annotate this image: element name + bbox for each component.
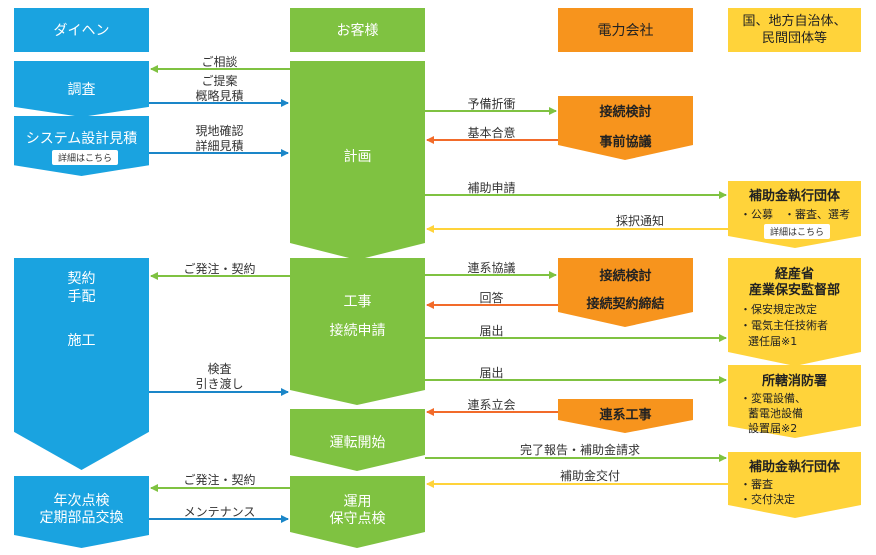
planning-label: 計画 [343, 149, 372, 165]
order2-label: ご発注・契約 [183, 473, 256, 487]
power-box3-label: 連系工事 [599, 408, 652, 423]
power-box1-line1: 接続検討 [599, 105, 652, 120]
details-link-1[interactable]: 詳細はこちら [52, 150, 119, 165]
grid-witness-label: 連系立会 [467, 398, 516, 412]
power-box2-line2: 接続契約締結 [586, 297, 665, 312]
survey-box: 調査 [14, 61, 149, 117]
gov-box2-title1: 経産省 [774, 267, 814, 282]
grid-consult-label: 連系協議 [467, 261, 516, 275]
header-power-company: 電力会社 [558, 8, 693, 52]
gov-box3-line2: 蓄電池設備 [748, 407, 803, 420]
power-box1-shape [558, 96, 693, 160]
gov-box4: 補助金執行団体 ・審査 ・交付決定 [728, 452, 861, 512]
header-customer: お客様 [290, 8, 425, 52]
gov-box1-title: 補助金執行団体 [748, 189, 840, 204]
notify1-label: 届出 [479, 324, 504, 338]
connection-application-label: 接続申請 [329, 323, 386, 339]
operation-start-shape [290, 409, 425, 471]
inspect-line1: 検査 [207, 362, 232, 376]
inspection-line1: 年次点検 [53, 493, 110, 509]
contract-label: 契約 [67, 271, 96, 287]
gov-box2-title2: 産業保安監督部 [748, 283, 840, 298]
gov-box3: 所轄消防署 ・変電設備、 蓄電池設備 設置届※2 [728, 365, 861, 435]
construction-shape [290, 258, 425, 405]
gov-box2-line1: ・保安規定改定 [740, 303, 817, 316]
operation-line1: 運用 [343, 494, 372, 510]
header-power-company-label: 電力会社 [597, 23, 654, 39]
gov-box2-line2: ・電気主任技術者 [740, 319, 828, 332]
power-box2-line1: 接続検討 [599, 269, 652, 284]
gov-box1-line1: ・公募 ・審査、選考 [740, 208, 850, 221]
prelim-label: 予備折衝 [467, 97, 516, 111]
gov-box3-line3: 設置届※2 [748, 422, 798, 435]
power-box3-shape [558, 399, 693, 433]
customer-construction-label: 工事 [343, 294, 372, 310]
header-daihen: ダイヘン [14, 8, 149, 52]
basic-agree-label: 基本合意 [467, 126, 516, 140]
arrangement-label: 手配 [67, 289, 96, 305]
operation-shape [290, 476, 425, 548]
gov-box4-shape [728, 452, 861, 518]
gov-box3-shape [728, 365, 861, 438]
header-government: 国、地方自治体、 民間団体等 [728, 8, 861, 52]
adoption-notice-label: 採択通知 [615, 214, 664, 228]
gov-box2: 経産省 産業保安監督部 ・保安規定改定 ・電気主任技術者 選任届※1 [728, 258, 861, 358]
gov-box1: 補助金執行団体 ・公募 ・審査、選考 詳細はこちら [728, 181, 861, 241]
site-check-line2: 詳細見積 [195, 139, 244, 153]
order1-label: ご発注・契約 [183, 262, 256, 276]
gov-box4-line1: ・審査 [740, 478, 773, 491]
system-design-box: システム設計見積 詳細はこちら [14, 116, 149, 176]
gov-box2-shape [728, 258, 861, 366]
inspection-box: 年次点検 定期部品交換 [14, 476, 149, 548]
proposal-line2: 概略見積 [195, 89, 244, 103]
system-design-label: システム設計見積 [25, 131, 138, 147]
maintenance-label: メンテナンス [183, 505, 256, 519]
subsidy-apply-label: 補助申請 [467, 181, 516, 195]
operation-line2: 保守点検 [329, 511, 386, 527]
operation-start-label: 運転開始 [329, 435, 386, 451]
gov-box2-line3: 選任届※1 [748, 335, 798, 348]
gov-box3-line1: ・変電設備、 [740, 392, 806, 405]
construction-label: 施工 [67, 333, 96, 349]
header-government-line2: 民間団体等 [761, 31, 827, 46]
subsidy-grant-label: 補助金交付 [559, 469, 620, 483]
header-daihen-label: ダイヘン [53, 23, 110, 39]
survey-label: 調査 [67, 82, 96, 98]
proposal-line1: ご提案 [201, 74, 238, 88]
inspection-line2: 定期部品交換 [39, 510, 124, 526]
power-box1-line2: 事前協議 [599, 135, 652, 150]
gov-box4-line2: ・交付決定 [740, 493, 795, 506]
notify2-label: 届出 [479, 366, 504, 380]
details-link-2[interactable]: 詳細はこちら [764, 224, 831, 239]
header-government-line1: 国、地方自治体、 [742, 14, 847, 29]
header-customer-label: お客様 [336, 23, 379, 39]
completion-report-label: 完了報告・補助金請求 [519, 443, 640, 457]
gov-box3-title: 所轄消防署 [761, 374, 827, 389]
power-box2-shape [558, 258, 693, 327]
planning-shape [290, 61, 425, 260]
site-check-line1: 現地確認 [195, 124, 244, 138]
contract-box: 契約 手配 施工 [14, 258, 149, 470]
consult-label: ご相談 [201, 55, 238, 69]
reply-label: 回答 [479, 291, 504, 305]
inspect-line2: 引き渡し [195, 377, 244, 391]
gov-box4-title: 補助金執行団体 [748, 460, 840, 475]
